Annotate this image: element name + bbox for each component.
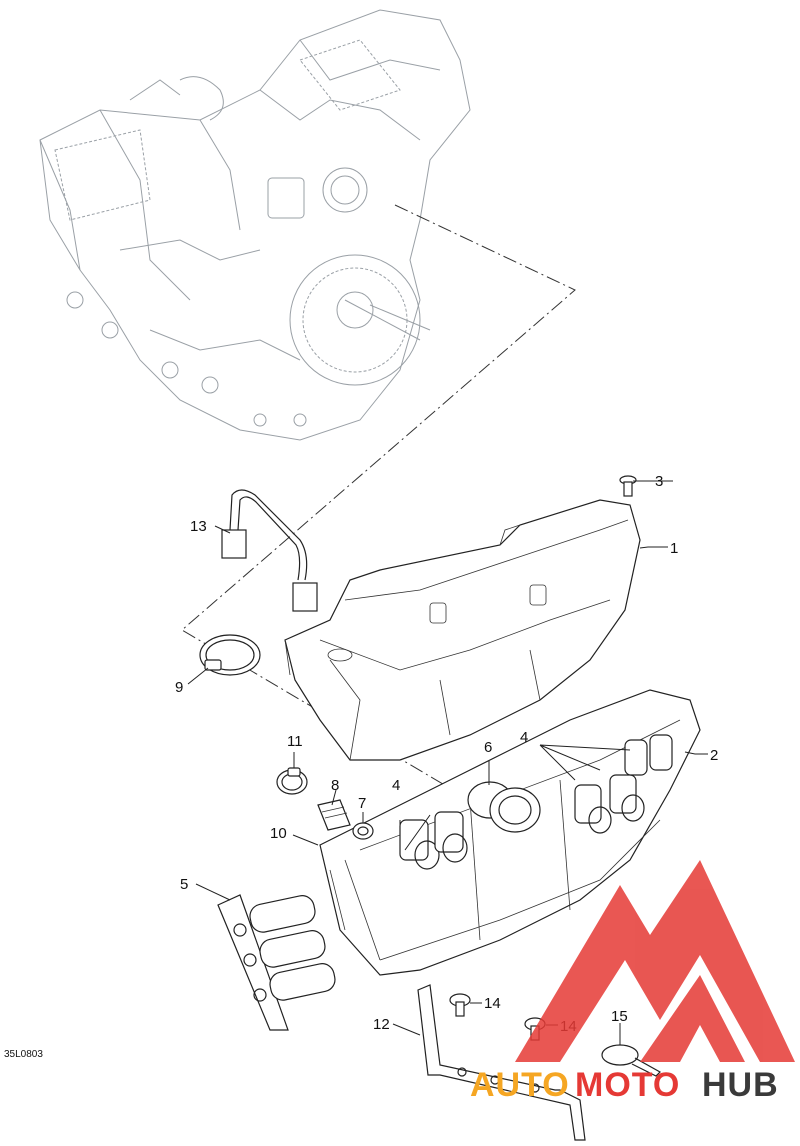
hose-clamp: [199, 634, 261, 676]
callout-8: 8: [331, 777, 339, 794]
screw: [619, 475, 637, 497]
callout-3: 3: [655, 473, 663, 490]
callout-7: 7: [358, 795, 366, 812]
intake-boots: [399, 734, 673, 870]
leader-lines: [187, 480, 708, 1045]
mounting-bracket: [417, 984, 586, 1141]
small-clamp: [276, 767, 308, 795]
watermark-logo: [515, 860, 795, 1062]
watermark-text: AUTO MOTO HUB: [470, 1066, 779, 1104]
watermark-hub: HUB: [702, 1066, 779, 1104]
callout-13: 13: [190, 518, 207, 535]
callout-14-a: 14: [484, 995, 501, 1012]
air-filter: [217, 894, 336, 1031]
grommet: [352, 822, 374, 840]
retaining-strap: [221, 489, 318, 612]
watermark-moto: MOTO: [575, 1066, 680, 1104]
engine-assembly: [39, 9, 471, 441]
callout-5: 5: [180, 876, 188, 893]
callout-10: 10: [270, 825, 287, 842]
throttle-boot: [467, 781, 541, 833]
watermark-triangle-outer: [515, 860, 795, 1062]
callout-12: 12: [373, 1016, 390, 1033]
callout-2: 2: [710, 747, 718, 764]
callout-1: 1: [670, 540, 678, 557]
air-box-cover: [284, 499, 641, 761]
callout-6: 6: [484, 739, 492, 756]
alignment-lines: [181, 204, 576, 801]
watermark-triangle-inner: [640, 975, 745, 1062]
drawing-code: 35L0803: [4, 1049, 43, 1060]
callout-4-right: 4: [520, 729, 528, 746]
callout-15: 15: [611, 1008, 628, 1025]
callout-9: 9: [175, 679, 183, 696]
callout-11: 11: [287, 733, 303, 750]
air-box-housing: [319, 689, 701, 976]
drain-fitting: [317, 799, 351, 831]
callout-4-left: 4: [392, 777, 400, 794]
watermark-auto: AUTO: [470, 1066, 570, 1104]
